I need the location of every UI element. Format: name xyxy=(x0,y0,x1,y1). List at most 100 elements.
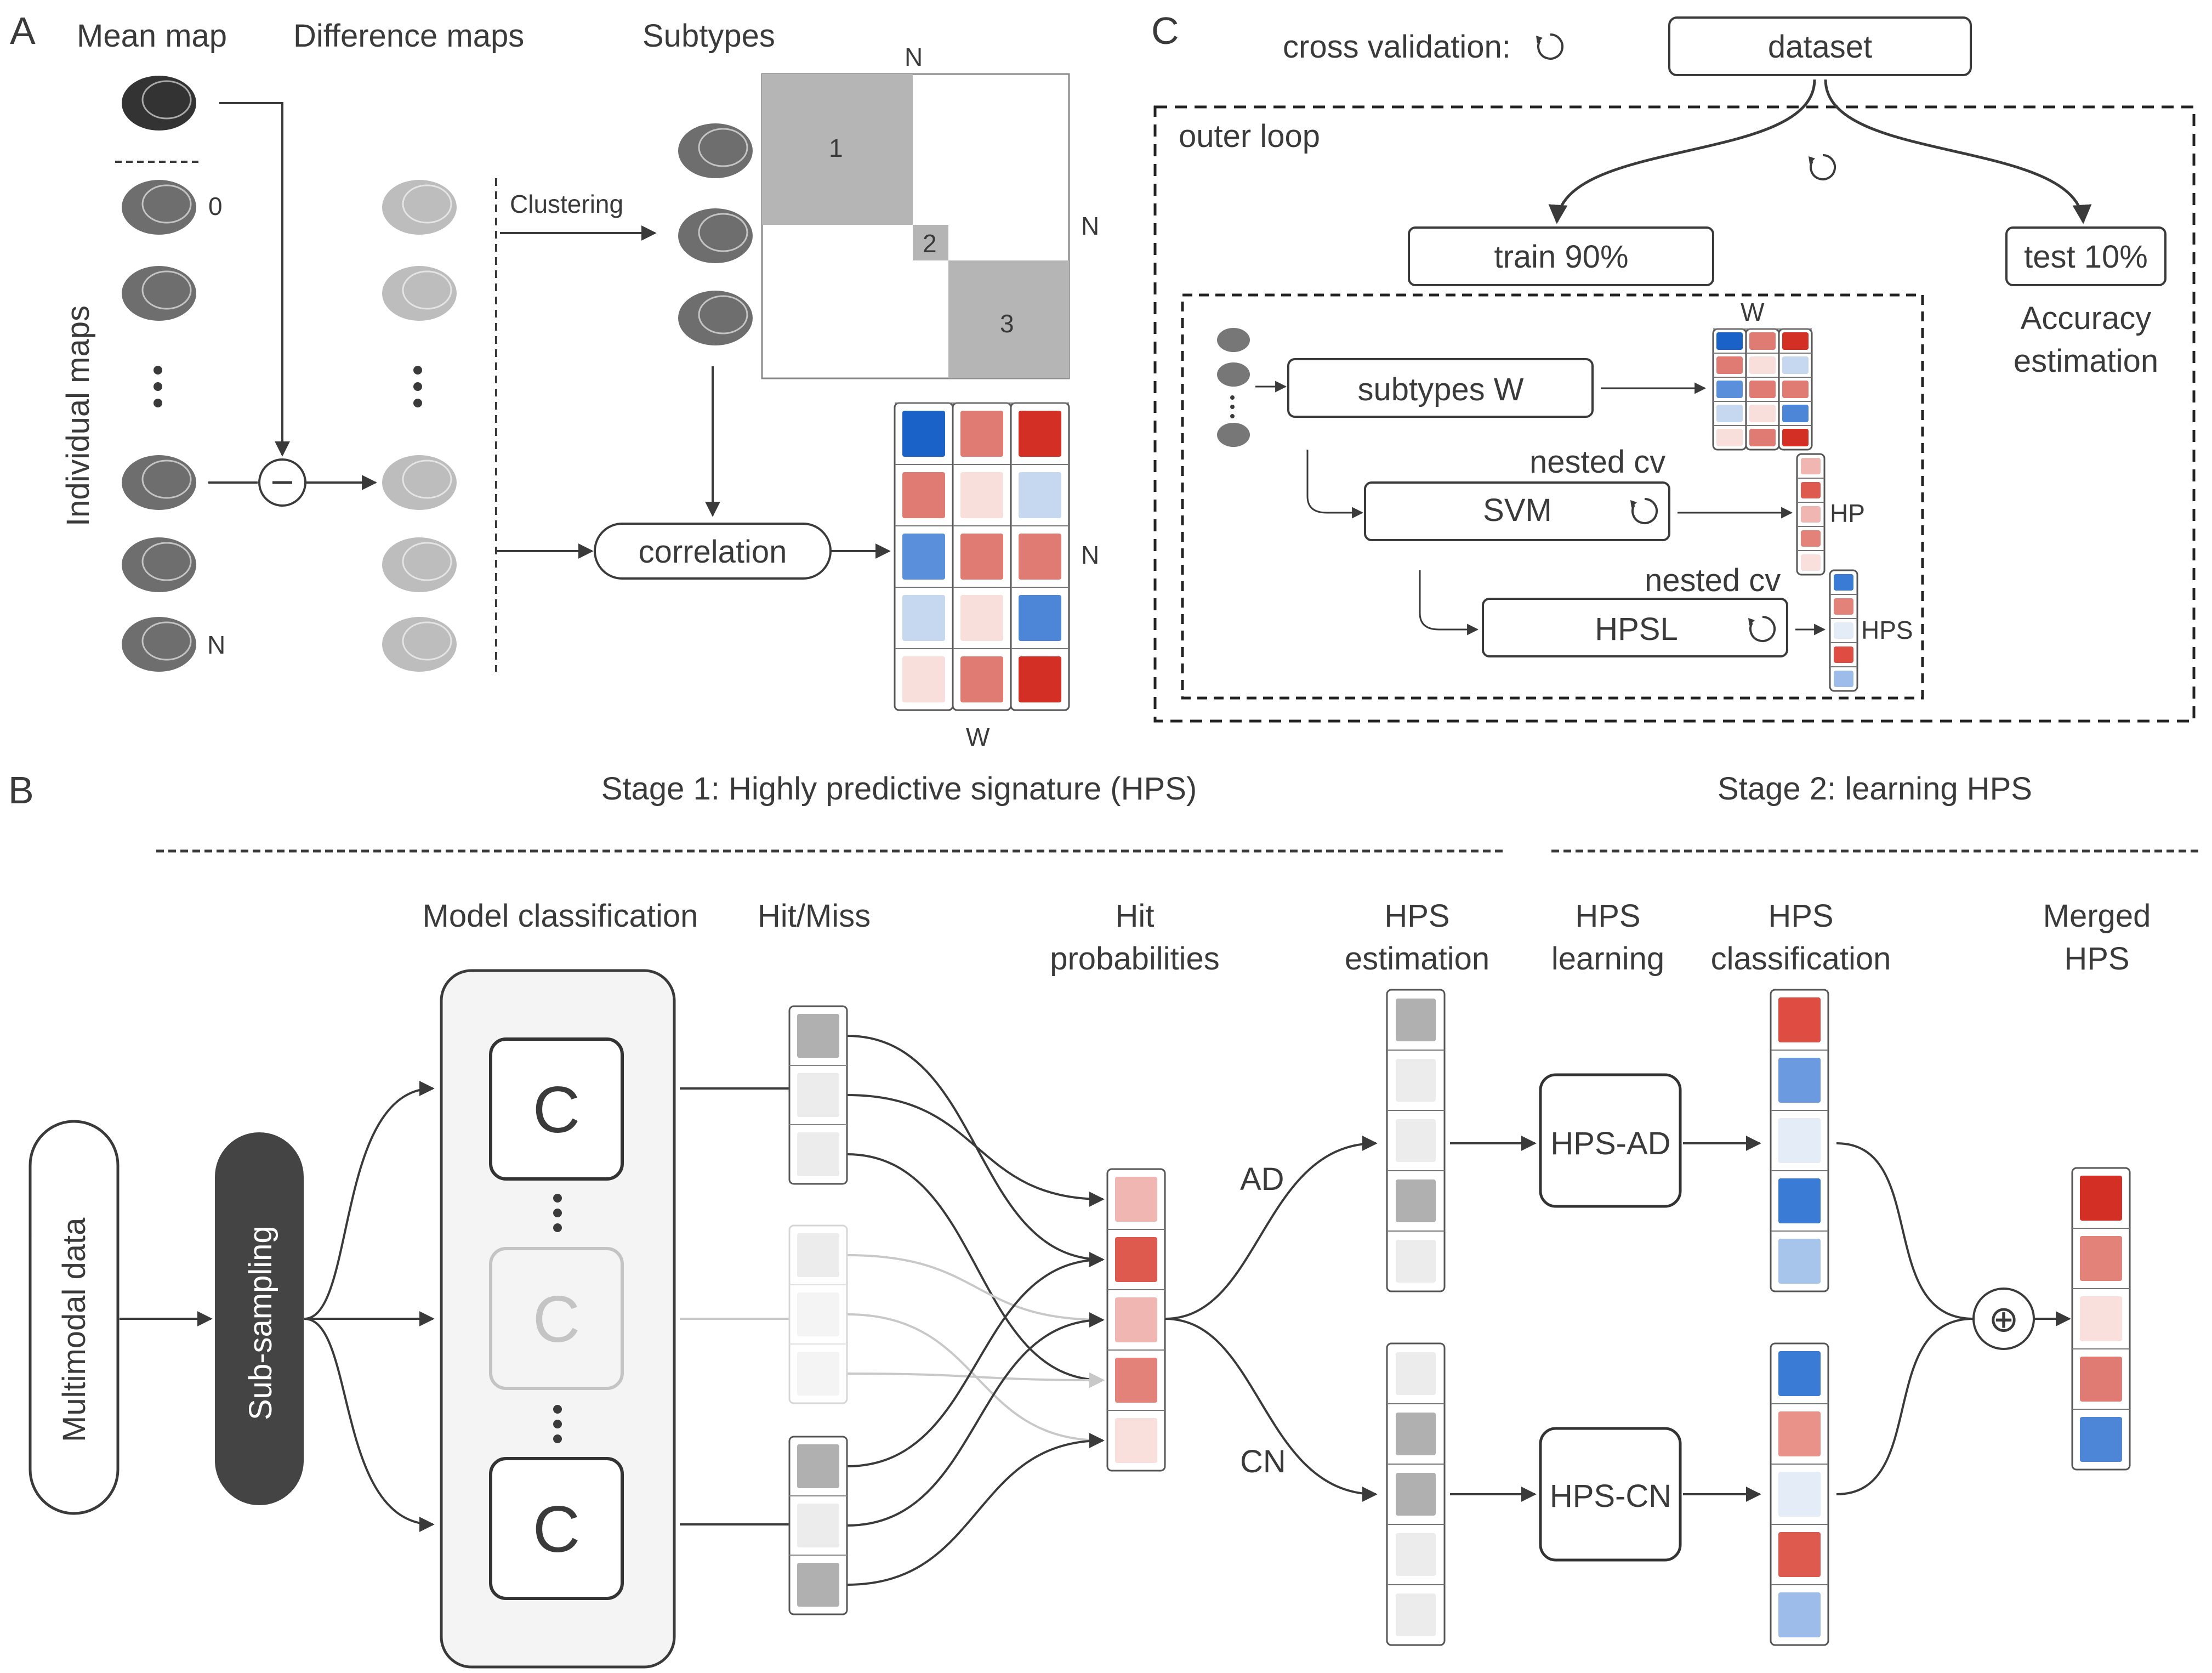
weights-w-bottom: W xyxy=(966,723,990,751)
sub-sampling-label: Sub-sampling xyxy=(243,1226,278,1420)
hp-label: HP xyxy=(1830,499,1865,528)
hps-ad-label: HPS-AD xyxy=(1550,1126,1670,1161)
accuracy-label-1: Accuracy xyxy=(2021,300,2152,336)
weight-cell xyxy=(960,411,1003,457)
brain-icon xyxy=(677,290,754,347)
weight-cell xyxy=(1019,411,1061,457)
subtypes-w-node xyxy=(1287,358,1594,418)
brain-icon xyxy=(381,616,458,673)
accuracy-label-2: estimation xyxy=(2014,343,2158,379)
merged-hps-header-1: Merged xyxy=(2043,898,2151,934)
hit-miss-cell xyxy=(797,1233,839,1277)
similarity-matrix: 1 2 3 xyxy=(761,73,1070,379)
hps-estimation-cell xyxy=(1396,1119,1436,1162)
panel-a: A Mean map Difference maps Subtypes Indi… xyxy=(10,9,1099,751)
hps-cell xyxy=(1834,622,1853,639)
merge-icon: ⊕ xyxy=(1988,1298,2018,1339)
hps-classification-cell xyxy=(1778,1532,1821,1577)
hit-miss-columns xyxy=(788,1005,848,1615)
train-label: train 90% xyxy=(1494,239,1628,275)
hps-classification-cell xyxy=(1778,1239,1821,1284)
hps-classification-cell xyxy=(1778,1351,1821,1396)
w-label: W xyxy=(1741,298,1765,326)
brain-icon xyxy=(121,616,197,673)
brain-icon xyxy=(121,179,197,236)
weight-matrix xyxy=(894,402,1070,711)
hp-cell xyxy=(1801,554,1821,571)
hps-cn-node xyxy=(1539,1427,1682,1562)
hit-probability-cell xyxy=(1115,1358,1157,1403)
hp-cell xyxy=(1801,530,1821,547)
w-cell xyxy=(1749,356,1776,374)
nested-cv-label: nested cv xyxy=(1529,444,1665,480)
panel-c: C cross validation: dataset outer loop t… xyxy=(1151,9,2196,723)
merged-hps-cell xyxy=(2080,1296,2122,1341)
hit-miss-cell xyxy=(797,1132,839,1176)
hps-cn-label: HPS-CN xyxy=(1550,1478,1671,1514)
outer-loop-box xyxy=(1153,105,2196,723)
train-node xyxy=(1408,226,1714,286)
w-cell xyxy=(1749,405,1776,422)
panel-c-label: C xyxy=(1151,9,1179,52)
panel-a-label: A xyxy=(10,9,36,52)
weight-cell xyxy=(1019,534,1061,580)
hit-probability-cell xyxy=(1115,1177,1157,1222)
weight-cell xyxy=(1019,472,1061,518)
weight-cell xyxy=(1019,656,1061,702)
brain-icon xyxy=(121,265,197,322)
hps-estimation-cn-column xyxy=(1386,1342,1446,1646)
hps-estimation-cell xyxy=(1396,999,1436,1041)
hps-column xyxy=(1829,569,1858,692)
hit-miss-cell xyxy=(797,1352,839,1396)
test-node xyxy=(2005,226,2166,286)
weight-cell xyxy=(902,656,945,702)
w-cell xyxy=(1749,332,1776,350)
classifier-node xyxy=(489,1457,624,1600)
hps-learning-header-1: HPS xyxy=(1575,898,1640,934)
matrix-n-right: N xyxy=(1081,212,1099,240)
svm-label: SVM xyxy=(1483,492,1552,528)
hps-classification-header-1: HPS xyxy=(1768,898,1833,934)
weight-cell xyxy=(960,472,1003,518)
hit-miss-cell xyxy=(797,1563,839,1607)
merged-hps-column xyxy=(2071,1167,2131,1471)
brain-icon xyxy=(121,454,197,511)
hps-classification-cell xyxy=(1778,1472,1821,1517)
hit-probability-cell xyxy=(1115,1297,1157,1342)
inner-loop-box xyxy=(1181,293,1924,700)
difference-maps xyxy=(381,179,458,673)
ad-label: AD xyxy=(1240,1161,1284,1197)
subtypes-w-label: subtypes W xyxy=(1358,372,1524,407)
model-classification-header: Model classification xyxy=(423,898,698,934)
weight-cell xyxy=(960,595,1003,641)
hps-cell xyxy=(1834,598,1853,615)
hps-label: HPS xyxy=(1861,616,1913,644)
subtypes-header: Subtypes xyxy=(642,18,775,54)
cycle-icon xyxy=(1807,154,1836,180)
w-cell xyxy=(1716,332,1743,350)
w-cell xyxy=(1782,381,1809,398)
weights-n-right: N xyxy=(1081,541,1099,569)
cycle-icon xyxy=(1535,33,1564,60)
correlation-label: correlation xyxy=(639,534,787,570)
merged-hps-cell xyxy=(2080,1176,2122,1221)
hps-cell xyxy=(1834,646,1853,663)
hps-estimation-header-1: HPS xyxy=(1384,898,1449,934)
individual-maps-label: Individual maps xyxy=(60,305,96,526)
panel-b-label: B xyxy=(8,769,34,812)
sub-sampling-node xyxy=(215,1132,304,1505)
brain-icon xyxy=(381,454,458,511)
weight-cell xyxy=(960,534,1003,580)
w-cell xyxy=(1782,356,1809,374)
w-cell xyxy=(1716,405,1743,422)
hpsl-node xyxy=(1482,598,1788,657)
hps-classification-cn-column xyxy=(1770,1342,1829,1646)
weight-cell xyxy=(902,595,945,641)
multimodal-data-node xyxy=(29,1120,120,1515)
hps-estimation-cell xyxy=(1396,1059,1436,1102)
block-label: 1 xyxy=(829,134,843,162)
hit-probabilities-header-2: probabilities xyxy=(1050,941,1220,977)
panel-b: B Stage 1: Highly predictive signature (… xyxy=(8,769,2201,1669)
svm-node xyxy=(1364,481,1670,541)
hps-estimation-cell xyxy=(1396,1473,1436,1516)
